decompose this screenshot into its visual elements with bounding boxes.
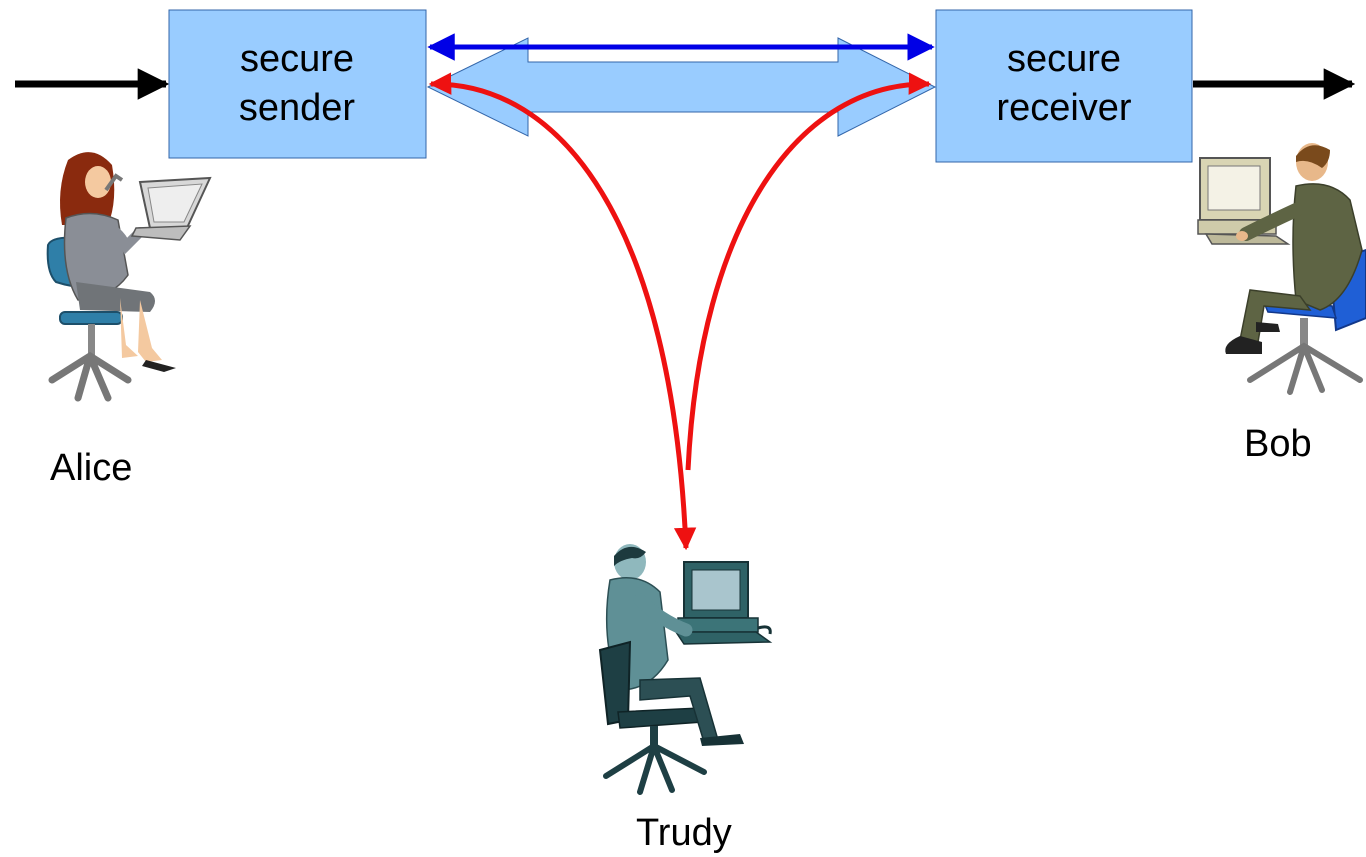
secure-sender-label-line2: sender (239, 87, 356, 129)
person-at-desktop-icon (1197, 143, 1366, 395)
secure-receiver-box (935, 9, 1193, 163)
secure-receiver-label-line1: secure (1007, 38, 1121, 80)
alice-label: Alice (50, 447, 132, 489)
secure-sender-box (168, 9, 427, 159)
eavesdrop-arrow-receiver (685, 72, 932, 471)
channel-arrow (426, 37, 937, 137)
person-at-workstation-icon (598, 544, 773, 795)
eavesdrop-arrow-sender (428, 72, 697, 551)
bob-label: Bob (1244, 423, 1312, 465)
person-at-laptop-icon (46, 152, 212, 402)
secure-receiver-label-line2: receiver (996, 87, 1131, 129)
trudy-label: Trudy (636, 812, 732, 854)
secure-sender-label-line1: secure (240, 38, 354, 80)
